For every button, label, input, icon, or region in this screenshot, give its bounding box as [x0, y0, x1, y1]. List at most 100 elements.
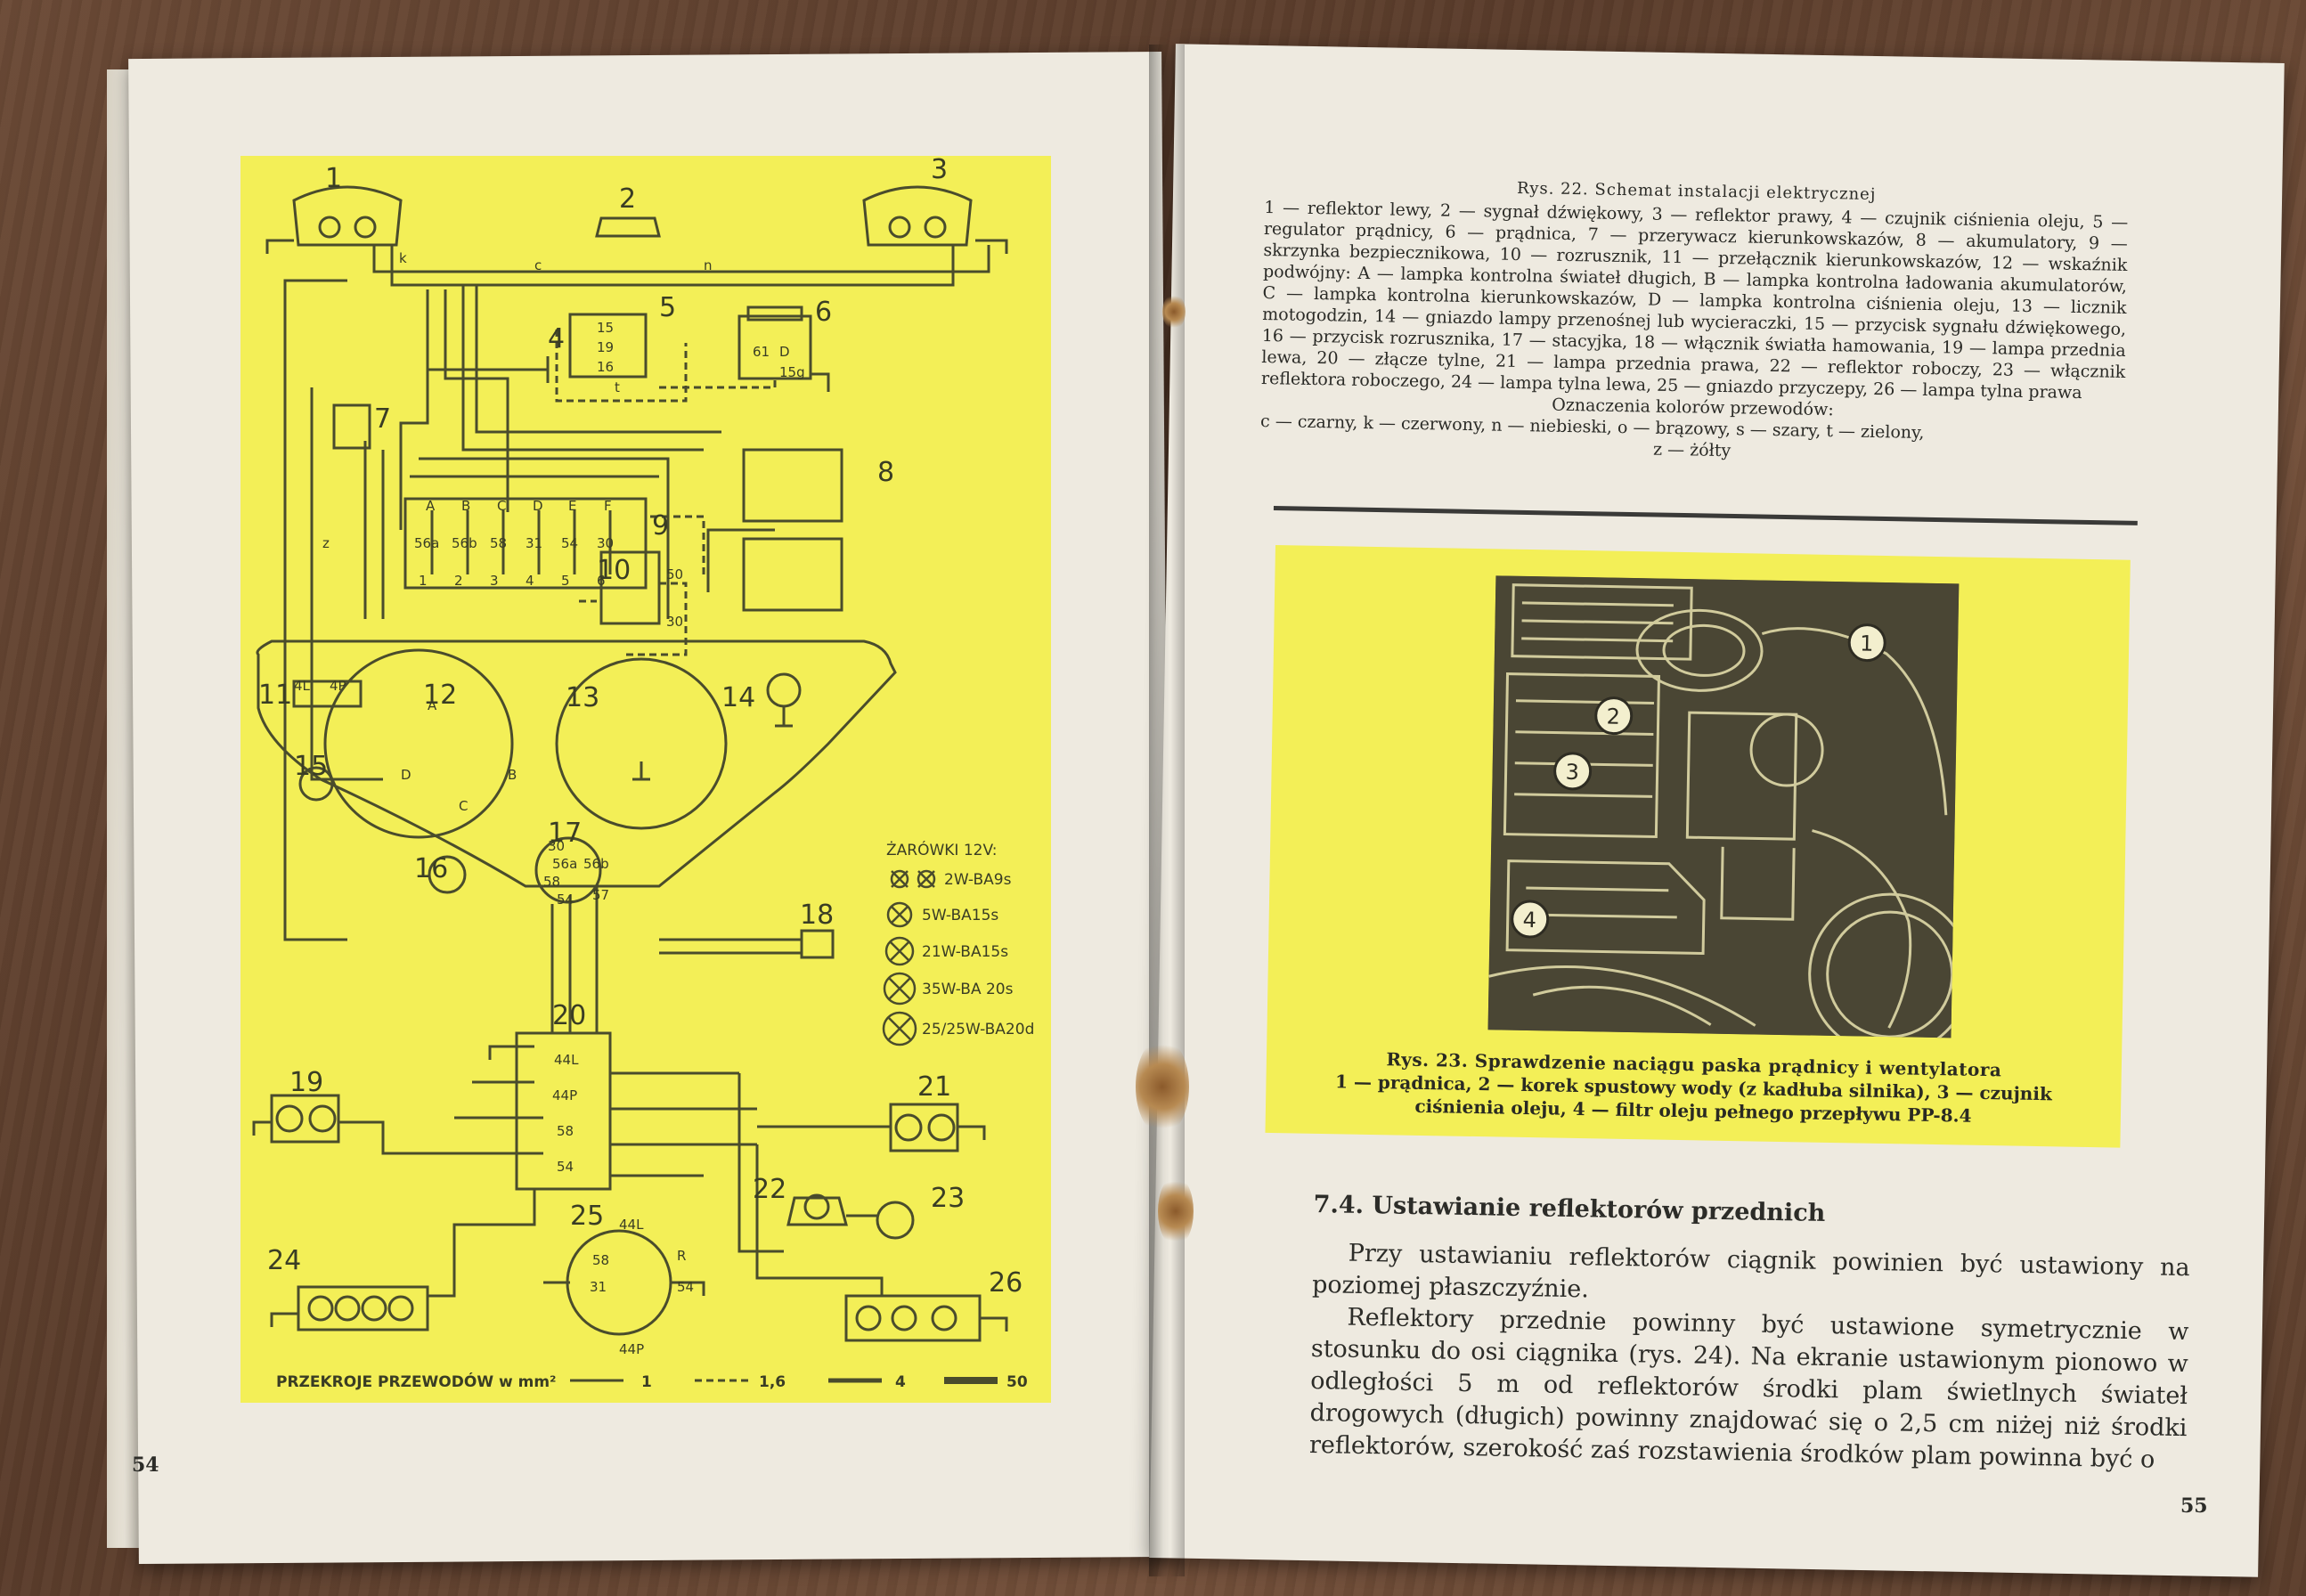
component-number: 26: [989, 1267, 1023, 1299]
wiring-diagram: 1 2 3 4 5 6 7 8 9 10 11 12 13 14 15 16 1…: [240, 156, 1051, 1403]
component-number: 21: [917, 1071, 951, 1103]
terminal-label: 44P: [552, 1087, 577, 1103]
terminal-label: R: [677, 1248, 686, 1264]
bulb-legend-item: 35W-BA 20s: [922, 981, 1014, 998]
component-number: 10: [597, 555, 631, 586]
wire-color-label: z: [322, 535, 330, 551]
section-7-4: 7.4. Ustawianie reflektorów przednich Pr…: [1309, 1189, 2191, 1477]
component-number: 3: [931, 156, 948, 185]
section-paragraph: Reflektory przednie powinny być ustawion…: [1308, 1303, 2189, 1474]
terminal-label: 54: [557, 892, 574, 908]
terminal-label: 58: [557, 1123, 574, 1139]
component-number: 4: [548, 323, 565, 354]
figure-23-caption: Rys. 23. Sprawdzenie naciągu paska prądn…: [1301, 1046, 2086, 1129]
headlight-right-icon: [862, 185, 973, 247]
engine-photo: 1 2 3 4: [1487, 575, 1972, 1056]
terminal-label: 19: [597, 339, 614, 355]
terminal-label: 58: [592, 1252, 609, 1268]
wire-color-label: k: [399, 250, 407, 266]
fuse-number: 2: [454, 573, 463, 589]
stain-spot: [1162, 294, 1186, 330]
figure-22-caption: Rys. 22. Schemat instalacji elektrycznej…: [1260, 174, 2129, 468]
component-number: 19: [289, 1067, 323, 1098]
terminal-label: D: [401, 767, 411, 783]
fuse-inner: 30: [597, 535, 614, 551]
fuse-number: 4: [526, 573, 534, 589]
wire-legend-item: 1: [641, 1373, 652, 1391]
terminal-label: D: [779, 344, 790, 360]
wire-legend-item: 50: [1006, 1373, 1028, 1391]
headlight-left-icon: [292, 185, 403, 247]
horn-icon: [595, 216, 661, 238]
bulb-legend-item: 5W-BA15s: [922, 907, 998, 924]
figure-23-box: 1 2 3 4 Rys. 23. Sprawdzenie naciągu pas…: [1265, 545, 2131, 1148]
component-number: 23: [931, 1183, 965, 1214]
wire-color-label: c: [534, 257, 542, 273]
terminal-label: 16: [597, 359, 614, 375]
terminal-label: 4P: [330, 678, 346, 694]
terminal-label: 44P: [619, 1341, 644, 1357]
fuse-letter: E: [568, 498, 576, 514]
fuse-number: 5: [561, 573, 570, 589]
terminal-label: 4L: [294, 678, 311, 694]
wire-color-label: t: [615, 379, 620, 395]
terminal-label: 30: [666, 614, 683, 630]
component-number: 1: [325, 163, 342, 194]
component-number: 25: [570, 1201, 604, 1232]
fuse-inner: 56b: [452, 535, 477, 551]
terminal-label: 56a: [552, 856, 577, 872]
terminal-label: 57: [592, 887, 609, 903]
fuse-letter: D: [533, 498, 543, 514]
component-number: 24: [267, 1245, 301, 1276]
photo-callout: 3: [1565, 760, 1579, 785]
wire-color-label: n: [704, 257, 713, 273]
terminal-label: 44L: [619, 1217, 644, 1233]
component-number: 2: [619, 183, 636, 215]
terminal-label: 15g: [779, 364, 805, 380]
wire-legend-title: PRZEKROJE PRZEWODÓW w mm²: [276, 1372, 556, 1391]
component-number: 9: [652, 510, 669, 542]
fuse-inner: 54: [561, 535, 578, 551]
wire-legend-item: 4: [895, 1373, 906, 1391]
component-number: 7: [374, 403, 391, 435]
wire-legend-item: 1,6: [759, 1373, 786, 1391]
stain-spot: [1158, 1176, 1194, 1247]
component-number: 5: [659, 292, 676, 323]
terminal-label: 61: [753, 344, 770, 360]
figure-22-description: 1 — reflektor lewy, 2 — sygnał dźwiękowy…: [1260, 197, 2129, 403]
component-number: 11: [258, 680, 292, 711]
bulb-legend-title: ŻARÓWKI 12V:: [886, 840, 997, 859]
fuse-number: 6: [597, 573, 606, 589]
terminal-label: 56b: [583, 856, 609, 872]
terminal-label: C: [459, 798, 468, 814]
bulb-legend-item: 2W-BA9s: [944, 871, 1012, 889]
fuse-number: 3: [490, 573, 499, 589]
terminal-label: B: [508, 767, 517, 783]
bulb-legend-item: 25/25W-BA20d: [922, 1021, 1034, 1038]
terminal-label: 50: [666, 566, 683, 582]
component-number: 15: [294, 751, 328, 782]
page-number-left: 54: [132, 1454, 159, 1477]
page-number-right: 55: [2180, 1494, 2208, 1518]
fuse-inner: 58: [490, 535, 507, 551]
component-number: 6: [815, 297, 832, 328]
fuse-letter: B: [461, 498, 470, 514]
book-spine: [1149, 45, 1185, 1576]
component-number: 14: [721, 682, 755, 713]
component-number: 16: [414, 853, 448, 884]
component-number: 22: [753, 1174, 786, 1205]
component-number: 18: [800, 900, 834, 931]
component-number: 20: [552, 1000, 586, 1031]
terminal-label: 58: [543, 874, 560, 890]
component-number: 12: [423, 680, 457, 711]
terminal-label: 15: [597, 320, 614, 336]
terminal-label: 31: [590, 1279, 607, 1295]
terminal-label: 54: [677, 1279, 694, 1295]
fuse-inner: 31: [526, 535, 542, 551]
component-number: 13: [566, 682, 599, 713]
component-number: 17: [548, 818, 582, 849]
photo-callout: 1: [1860, 631, 1874, 656]
terminal-label: 44L: [554, 1052, 579, 1068]
fuse-inner: 56a: [414, 535, 439, 551]
component-number: 8: [877, 457, 894, 488]
